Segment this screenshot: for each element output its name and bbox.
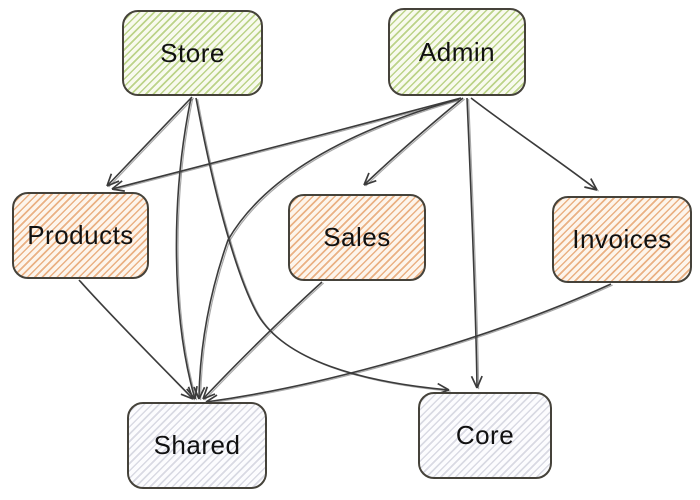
arrowhead-icon (205, 394, 218, 403)
arrowhead-icon (106, 180, 120, 187)
arrowhead-icon (363, 179, 377, 186)
arrowhead-icon (584, 186, 598, 191)
edge-admin-sales (363, 97, 465, 187)
edge-products-shared (78, 279, 196, 401)
arrowhead-icon (202, 386, 209, 400)
node-label: Invoices (572, 224, 672, 254)
arrowhead-icon (187, 386, 194, 400)
arrowhead-icon (111, 188, 125, 192)
arrowhead-icon (106, 173, 113, 187)
arrowhead-icon (198, 386, 206, 400)
node-sales: Sales (288, 194, 426, 281)
node-products: Products (12, 192, 149, 279)
edge-admin-products (111, 97, 463, 192)
edge-store-core (195, 97, 451, 395)
node-core: Core (418, 392, 552, 479)
edge-admin-core (466, 97, 483, 390)
node-label: Admin (418, 36, 496, 67)
arrowhead-icon (437, 382, 450, 391)
arrowhead-icon (590, 178, 598, 191)
node-label: Core (455, 420, 515, 450)
arrowhead-icon (470, 375, 478, 389)
node-label: Store (160, 37, 225, 68)
node-admin: Admin (388, 8, 526, 96)
node-invoices: Invoices (552, 196, 692, 283)
arrowhead-icon (180, 393, 194, 400)
edge-admin-invoices (470, 97, 599, 192)
edge-sales-shared (202, 281, 325, 401)
edge-store-products (106, 96, 195, 188)
arrowhead-icon (202, 393, 216, 400)
edge-store-shared (175, 97, 198, 401)
node-store: Store (122, 10, 263, 96)
arrowhead-icon (476, 375, 483, 389)
node-label: Products (27, 220, 134, 250)
arrowhead-icon (111, 180, 123, 190)
node-shared: Shared (127, 402, 267, 489)
edge-invoices-shared (205, 283, 613, 407)
node-label: Shared (153, 430, 241, 460)
arrowhead-icon (193, 386, 200, 400)
arrowhead-icon (363, 172, 370, 186)
edge-admin-shared (193, 98, 461, 401)
node-label: Sales (323, 222, 391, 252)
